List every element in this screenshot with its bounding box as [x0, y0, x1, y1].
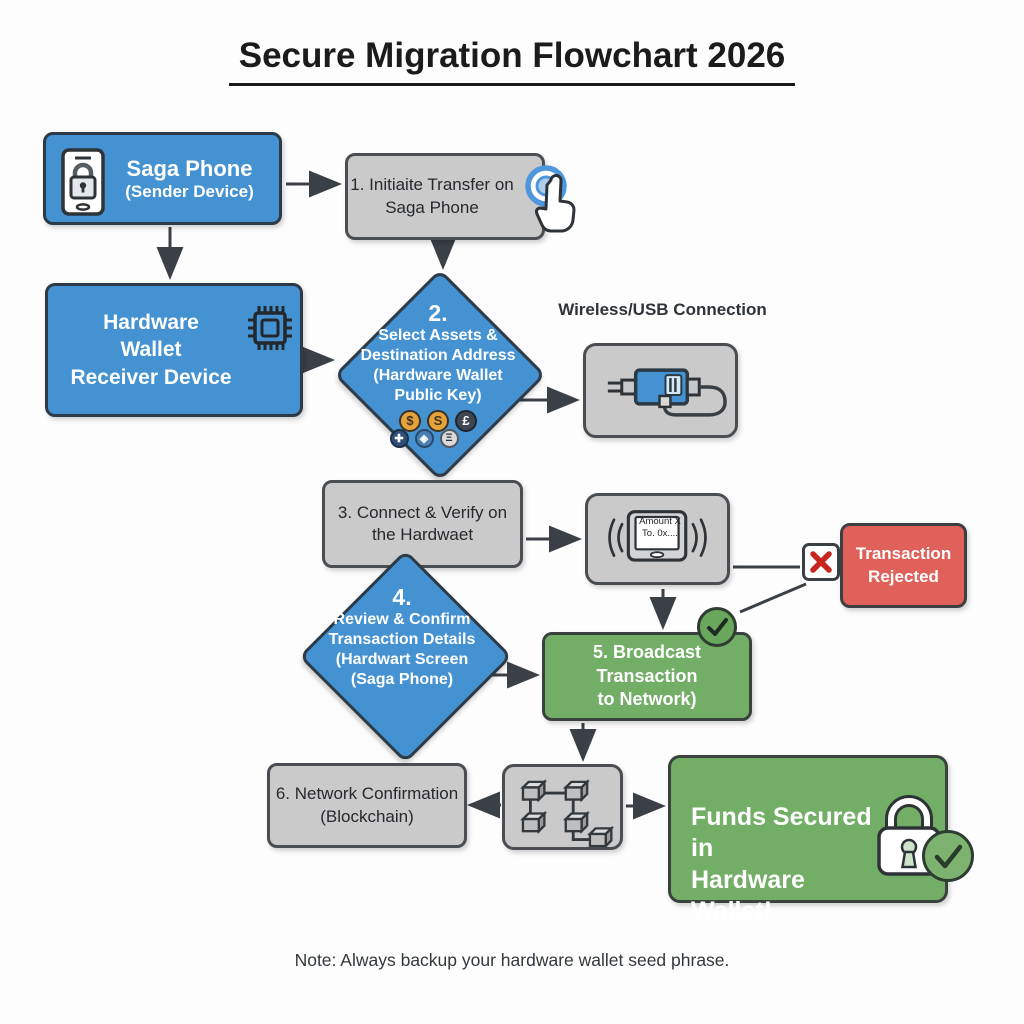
coin-row: ✚ ◈ Ξ [337, 428, 511, 448]
rejected-label: Transaction Rejected [855, 544, 952, 586]
funds-label: Funds Secured in Hardware Wallet! [691, 803, 872, 925]
step4-text: 4. Review & Confirm Transaction Details … [312, 584, 492, 690]
saga-title: Saga Phone [126, 155, 253, 181]
step6-node: 6. Network Confirmation (Blockchain) [267, 763, 467, 848]
coin-icon: Ξ [439, 428, 459, 448]
check-circle-icon [697, 607, 737, 647]
coin-icon: $ [399, 409, 421, 432]
tap-icon [525, 165, 576, 233]
coin-icon: ◈ [414, 428, 434, 448]
step1-label: 1. Initiaite Transfer on Saga Phone [350, 175, 514, 217]
transaction-rejected-node: Transaction Rejected [840, 523, 967, 608]
step5-label: 5. Broadcast Transaction to Network) [592, 642, 702, 710]
step2-text: 2. Select Assets & Destination Address (… [351, 300, 525, 448]
funds-secured-node: Funds Secured in Hardware Wallet! [668, 755, 948, 925]
step4-label: Review & Confirm Transaction Details (Ha… [328, 611, 476, 688]
coin-row: $ S £ [351, 409, 525, 432]
usb-connection-node [583, 343, 738, 438]
step1-node: 1. Initiaite Transfer on Saga Phone [345, 153, 545, 240]
step2-label: Select Assets & Destination Address (Har… [360, 327, 516, 404]
footer-note: Note: Always backup your hardware wallet… [294, 950, 730, 970]
step2-number: 2. [428, 300, 448, 326]
page-title: Secure Migration Flowchart 2026 [228, 36, 796, 86]
coin-icon: ✚ [389, 428, 409, 448]
chip-icon [248, 306, 292, 350]
x-mark-icon [810, 551, 832, 573]
usb-cable-icon [607, 367, 727, 417]
connection-label: Wireless/USB Connection [558, 300, 767, 319]
coin-icon: S [427, 409, 449, 432]
saga-subtitle: (Sender Device) [125, 181, 254, 201]
phone-lock-icon [61, 148, 105, 216]
hardware-wallet-node: Hardware Wallet Receiver Device [45, 283, 303, 417]
blockchain-nodes-icon [520, 779, 615, 847]
saga-phone-node: Saga Phone (Sender Device) [43, 132, 282, 225]
step6-label: 6. Network Confirmation (Blockchain) [275, 784, 459, 826]
device-node [585, 493, 730, 585]
step4-number: 4. [392, 584, 412, 610]
step3-label: 3. Connect & Verify on the Hardwaet [337, 502, 508, 544]
hardware-wallet-label: Hardware Wallet Receiver Device [70, 311, 232, 389]
reject-x-badge [802, 543, 840, 581]
device-screen-text: Amount X To. 0x.... [639, 516, 681, 539]
wireless-device-icon [608, 510, 707, 562]
success-check-icon [922, 830, 974, 882]
coin-icon: £ [455, 409, 477, 432]
blockchain-node [502, 764, 623, 850]
step3-node: 3. Connect & Verify on the Hardwaet [322, 480, 523, 568]
